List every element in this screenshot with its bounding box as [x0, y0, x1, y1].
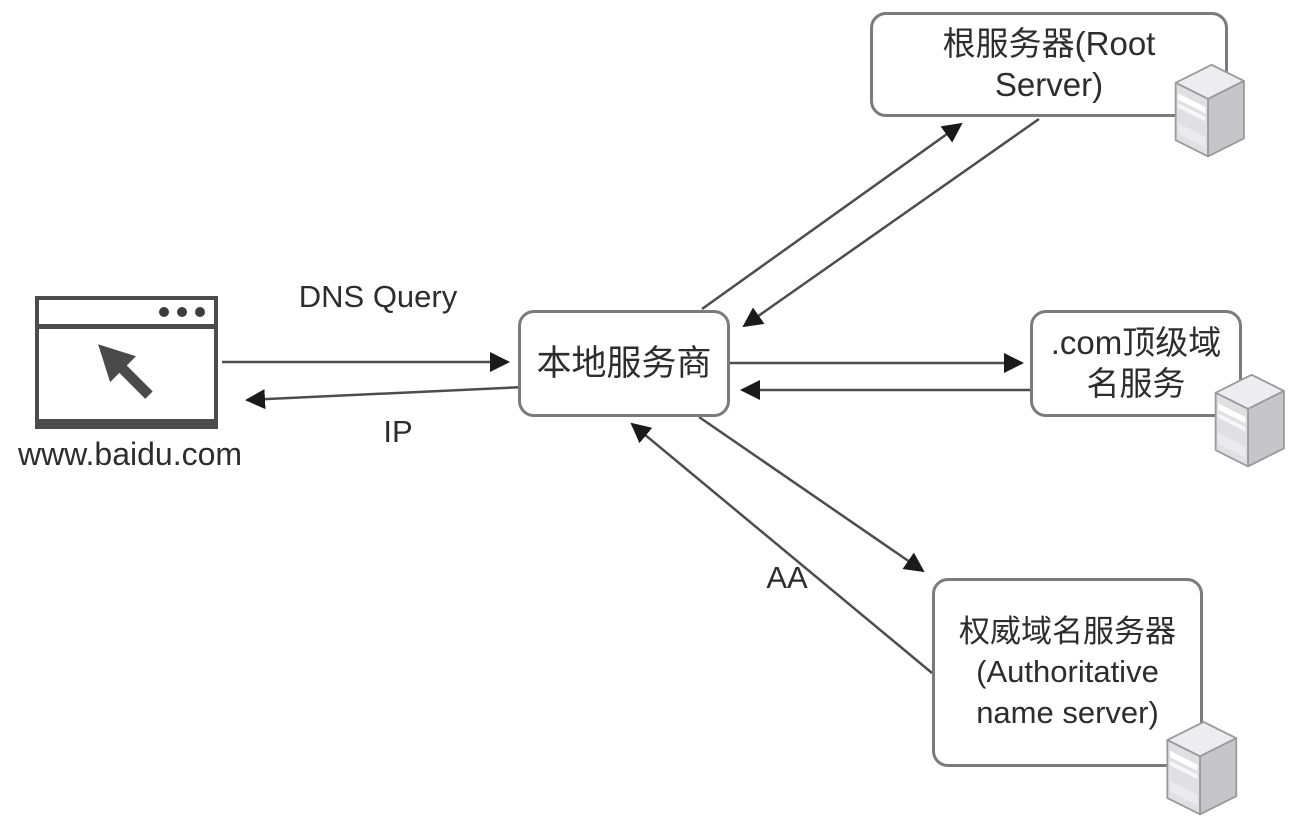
- browser-content-area: [39, 329, 214, 419]
- node-tld-server-label: .com顶级域 名服务: [1050, 323, 1222, 402]
- node-local-dns-label: 本地服务商: [536, 343, 712, 383]
- node-authoritative-server-label: 权威域名服务器 (Authoritative name server): [959, 614, 1176, 730]
- edge-label-ip: IP: [383, 414, 413, 449]
- mouse-cursor-icon: [98, 344, 153, 399]
- node-root-server: 根服务器(Root Server): [870, 12, 1228, 117]
- window-dot-icon: [195, 307, 205, 317]
- arrow-local-to-auth: [698, 415, 925, 573]
- window-dot-icon: [177, 307, 187, 317]
- edge-label-aa: AA: [766, 560, 808, 595]
- node-root-server-label: 根服务器(Root Server): [942, 24, 1156, 103]
- arrow-local-to-root: [701, 122, 963, 311]
- arrow-ip-response: [245, 385, 525, 410]
- server-tower-icon: [1214, 373, 1285, 468]
- browser-titlebar: [39, 300, 214, 329]
- node-tld-server: .com顶级域 名服务: [1030, 310, 1242, 417]
- arrow-auth-to-local: [630, 422, 933, 674]
- server-tower-icon: [1166, 720, 1238, 816]
- server-tower-icon: [1174, 63, 1245, 158]
- node-authoritative-server: 权威域名服务器 (Authoritative name server): [932, 578, 1203, 767]
- node-local-dns-provider: 本地服务商: [518, 310, 730, 417]
- arrow-root-to-local: [742, 117, 1040, 328]
- edge-label-dns-query: DNS Query: [298, 279, 458, 314]
- client-url-label: www.baidu.com: [17, 436, 243, 472]
- window-dot-icon: [159, 307, 169, 317]
- browser-window-icon: [35, 296, 218, 429]
